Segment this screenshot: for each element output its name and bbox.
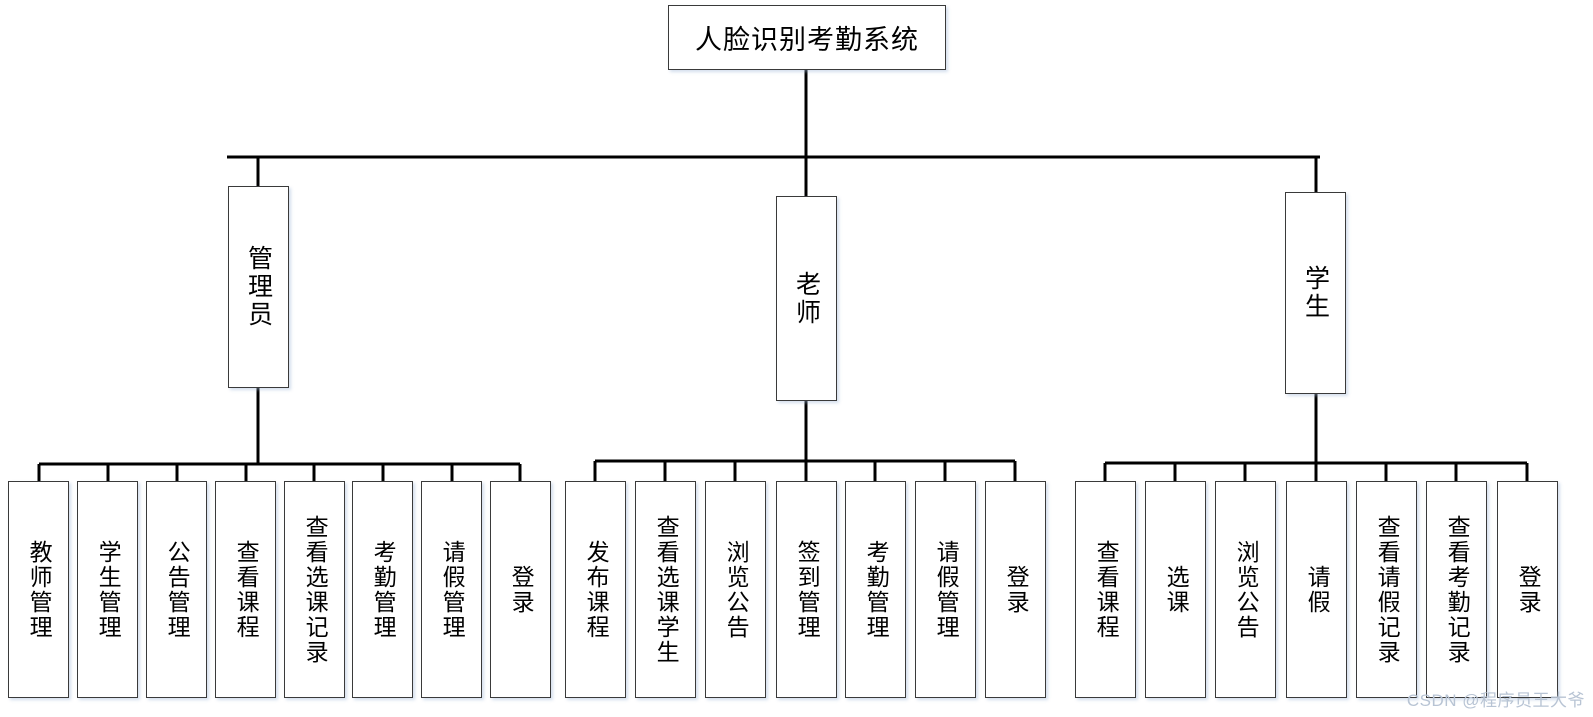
- node-teacher-leaf-4[interactable]: 考勤管理: [845, 481, 906, 698]
- node-student-leaf-0[interactable]: 查看课程: [1075, 481, 1136, 698]
- node-teacher-leaf-5[interactable]: 请假管理: [915, 481, 976, 698]
- node-admin-leaf-6[interactable]: 请假管理: [421, 481, 482, 698]
- node-student-leaf-3[interactable]: 请假: [1286, 481, 1347, 698]
- node-student-leaf-2[interactable]: 浏览公告: [1215, 481, 1276, 698]
- node-role-teacher[interactable]: 老师: [776, 196, 837, 401]
- watermark: CSDN @程序员王大爷: [1406, 691, 1585, 710]
- node-teacher-leaf-2[interactable]: 浏览公告: [705, 481, 766, 698]
- node-student-leaf-6[interactable]: 登录: [1497, 481, 1558, 698]
- node-admin-leaf-7[interactable]: 登录: [490, 481, 551, 698]
- node-role-admin[interactable]: 管理员: [228, 186, 289, 388]
- node-admin-leaf-5[interactable]: 考勤管理: [352, 481, 413, 698]
- node-admin-leaf-2[interactable]: 公告管理: [146, 481, 207, 698]
- node-admin-leaf-3[interactable]: 查看课程: [215, 481, 276, 698]
- node-teacher-leaf-6[interactable]: 登录: [985, 481, 1046, 698]
- node-student-leaf-5[interactable]: 查看考勤记录: [1426, 481, 1487, 698]
- node-root[interactable]: 人脸识别考勤系统: [668, 5, 946, 70]
- node-admin-leaf-1[interactable]: 学生管理: [77, 481, 138, 698]
- node-teacher-leaf-0[interactable]: 发布课程: [565, 481, 626, 698]
- node-student-leaf-4[interactable]: 查看请假记录: [1356, 481, 1417, 698]
- node-student-leaf-1[interactable]: 选课: [1145, 481, 1206, 698]
- node-admin-leaf-0[interactable]: 教师管理: [8, 481, 69, 698]
- node-admin-leaf-4[interactable]: 查看选课记录: [284, 481, 345, 698]
- node-teacher-leaf-1[interactable]: 查看选课学生: [635, 481, 696, 698]
- node-teacher-leaf-3[interactable]: 签到管理: [776, 481, 837, 698]
- node-role-student[interactable]: 学生: [1285, 192, 1346, 394]
